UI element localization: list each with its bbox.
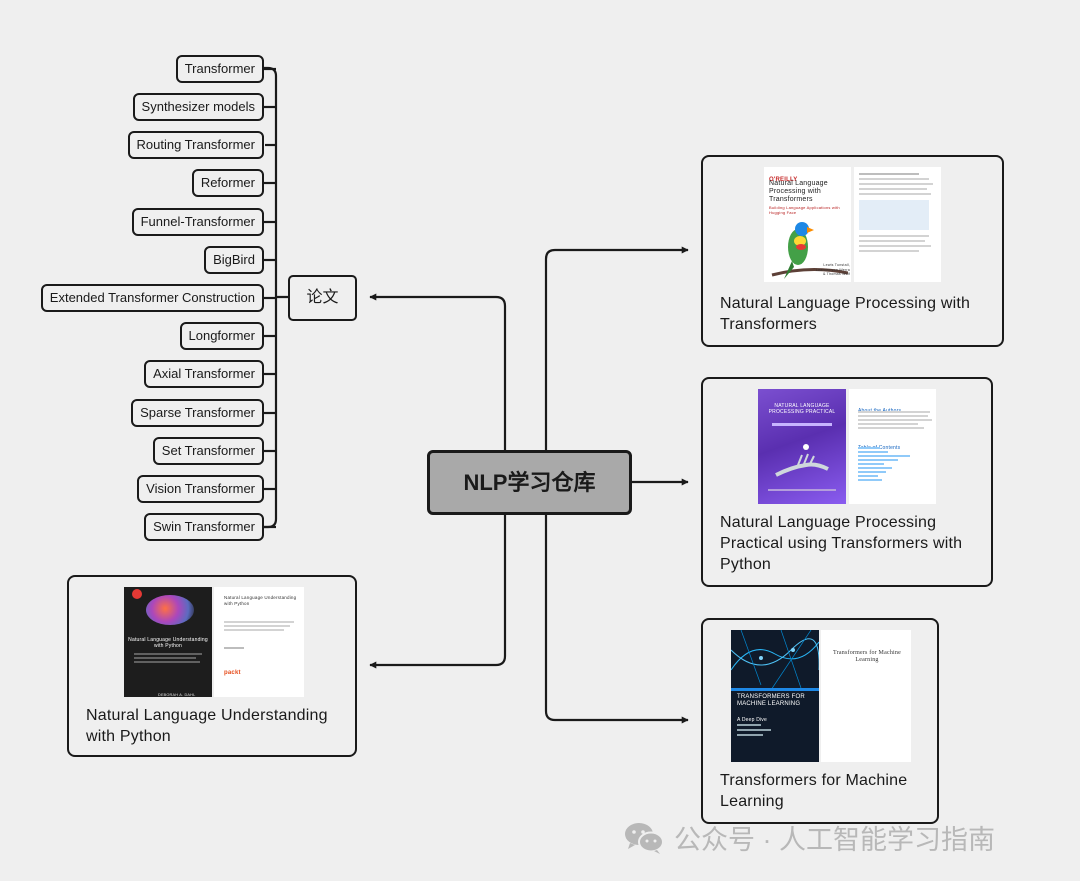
cover-title: TRANSFORMERS FOR MACHINE LEARNING [737,694,805,707]
link-to-papers [369,293,507,450]
papers-topic-node[interactable]: 论文 [288,275,357,321]
link-to-book-nlu [369,515,507,669]
paper-label: Transformer [184,61,255,76]
paper-label: Sparse Transformer [140,405,255,420]
paper-label: Swin Transformer [153,519,255,534]
network-illustration [731,630,819,690]
book-node-nlp-practical[interactable]: NATURAL LANGUAGE PROCESSING PRACTICAL Ab… [701,377,993,587]
paper-label: Reformer [200,175,255,190]
robot-hand-illustration [775,444,829,477]
watermark: 公众号 · 人工智能学习指南 [624,818,995,857]
cover-title: Natural Language Understanding with Pyth… [128,637,208,649]
parrot-illustration [771,222,848,279]
book-node-nlp-transformers[interactable]: O'REILLY Natural Language Processing wit… [701,155,1004,347]
book-cover-image: NATURAL LANGUAGE PROCESSING PRACTICAL Ab… [758,389,936,504]
book-title: Natural Language Understanding with Pyth… [86,707,328,745]
paper-node[interactable]: Reformer [191,169,264,197]
book-node-tml[interactable]: TRANSFORMERS FOR MACHINE LEARNING A Deep… [701,618,939,824]
paper-node[interactable]: Funnel-Transformer [131,208,264,236]
paper-node[interactable]: Longformer [179,322,264,350]
paper-label: Set Transformer [161,443,255,458]
central-topic-node[interactable]: NLP学习仓库 [427,450,632,515]
brain-illustration [146,595,194,625]
book-title: Natural Language Processing Practical us… [720,514,963,573]
paper-node[interactable]: BigBird [204,246,264,274]
paper-node[interactable]: Synthesizer models [132,93,264,121]
cover-inner-title: Natural Language Understanding with Pyth… [224,595,297,606]
link-to-book-tml [544,515,689,724]
book-title: Transformers for Machine Learning [720,772,908,810]
cover-authors: Lewis Tunstall, Leandro von Werra & Thom… [815,263,850,276]
paper-label: Axial Transformer [153,366,255,381]
paper-label: Funnel-Transformer [140,214,255,229]
cover-subtitle: Building Language Applications with Hugg… [769,205,840,215]
cover-inner-title: Transformers for Machine Learning [833,650,901,663]
cover-publisher: packt [224,670,241,676]
paper-label: Extended Transformer Construction [49,290,255,305]
cover-author: DEBORAH A. DAHL [158,693,196,697]
paper-node[interactable]: Swin Transformer [144,513,264,541]
book-node-nlu[interactable]: Natural Language Understanding with Pyth… [67,575,357,757]
papers-topic-label: 论文 [306,289,339,306]
paper-node[interactable]: Routing Transformer [127,131,264,159]
paper-label: Routing Transformer [136,137,256,152]
cover-subtitle: A Deep Dive [737,717,767,723]
link-to-book-nlp-transformers [544,246,689,450]
book-cover-image: O'REILLY Natural Language Processing wit… [764,167,941,282]
watermark-text: 公众号 · 人工智能学习指南 [674,825,995,855]
cover-title: Natural Language Processing with Transfo… [769,180,828,203]
paper-node[interactable]: Axial Transformer [144,360,264,388]
cover-publisher: O'REILLY [769,177,798,183]
book-title: Natural Language Processing with Transfo… [720,295,971,333]
book-cover-image: Natural Language Understanding with Pyth… [124,587,304,697]
paper-label: Longformer [188,328,255,343]
cover-title: NATURAL LANGUAGE PROCESSING PRACTICAL [768,403,836,415]
paper-node[interactable]: Extended Transformer Construction [40,284,264,312]
paper-node[interactable]: Transformer [175,55,264,83]
paper-node[interactable]: Sparse Transformer [131,399,264,427]
paper-node[interactable]: Vision Transformer [137,475,264,503]
paper-node[interactable]: Set Transformer [152,437,264,465]
central-topic-label: NLP学习仓库 [463,470,596,495]
paper-label: Synthesizer models [141,99,255,114]
paper-label: Vision Transformer [146,481,255,496]
wechat-icon [625,822,664,854]
book-cover-image: TRANSFORMERS FOR MACHINE LEARNING A Deep… [731,630,911,762]
paper-label: BigBird [213,252,255,267]
